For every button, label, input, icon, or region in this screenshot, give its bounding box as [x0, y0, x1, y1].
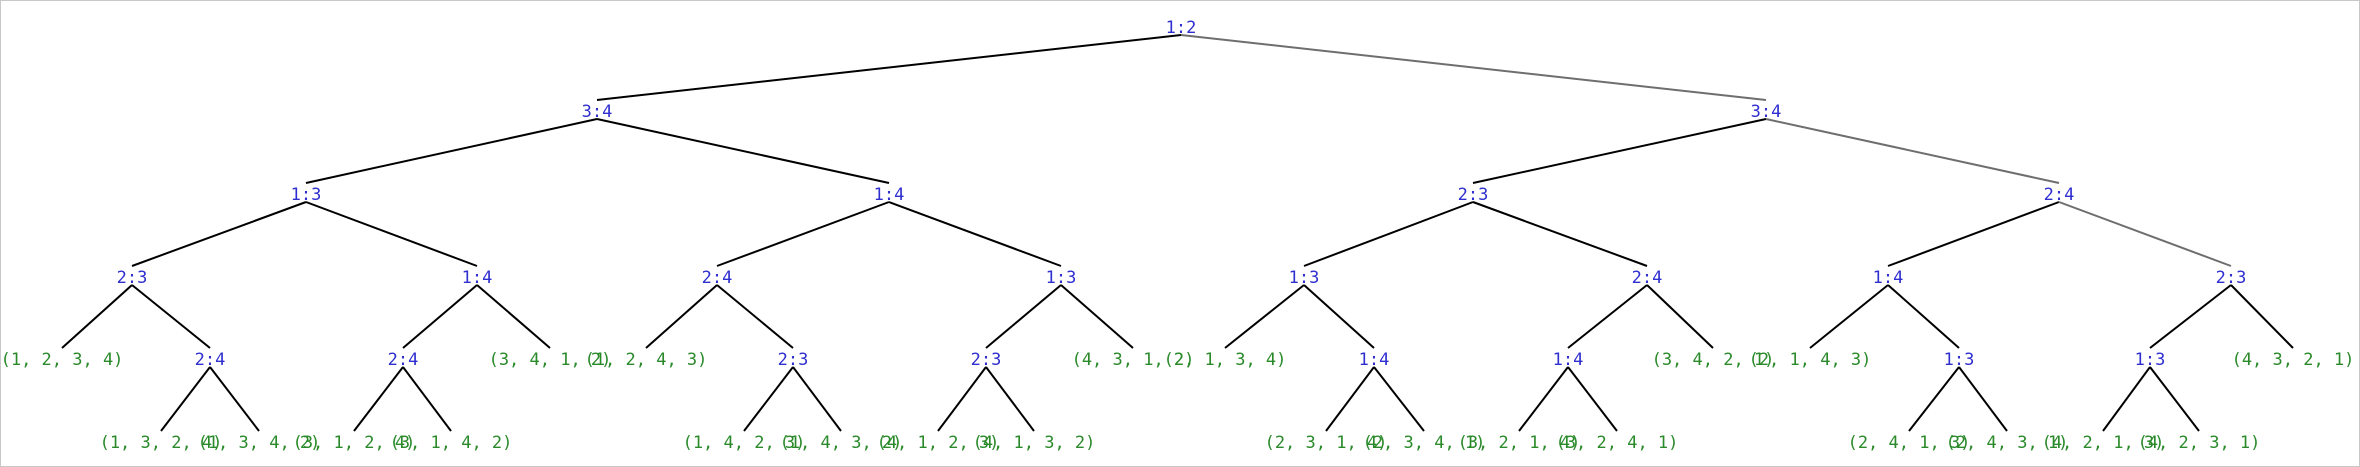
tree-edge — [61, 284, 133, 349]
comparison-node: 1:3 — [1046, 268, 1077, 288]
tree-edge — [305, 201, 478, 267]
tree-edge — [1060, 284, 1134, 349]
tree-edge — [1180, 34, 1767, 101]
tree-edge — [1472, 201, 1648, 267]
tree-edge — [2149, 284, 2232, 349]
tree-edge — [792, 366, 842, 432]
tree-edge — [1765, 118, 2060, 184]
leaf-permutation: (2, 4, 1, 3) — [1848, 433, 1971, 453]
leaf-permutation: (3, 2, 4, 1) — [1556, 433, 1679, 453]
tree-edge — [1224, 284, 1305, 349]
comparison-node: 2:3 — [2216, 268, 2247, 288]
tree-edge — [645, 284, 718, 349]
tree-edge — [305, 118, 598, 184]
leaf-permutation: (1, 3, 4, 2) — [198, 433, 321, 453]
leaf-permutation: (4, 2, 3, 1) — [2138, 433, 2261, 453]
leaf-permutation: (3, 4, 1, 2) — [489, 350, 612, 370]
leaf-permutation: (2, 4, 3, 1) — [1946, 433, 2069, 453]
tree-edge — [985, 284, 1062, 349]
comparison-node: 2:4 — [195, 350, 226, 370]
leaf-permutation: (2, 1, 4, 3) — [1749, 350, 1872, 370]
tree-nodes: 1:2 3:4 3:4 1:3 1:4 2:3 2:4 2:3 1:4 2:4 1:3 1:3 2:4 1… — [1, 18, 2354, 453]
tree-edge — [888, 201, 1062, 267]
comparison-node: 2:4 — [702, 268, 733, 288]
comparison-node: 3:4 — [1751, 102, 1782, 122]
leaf-permutation: (4, 1, 2, 3) — [877, 433, 1000, 453]
comparison-node: 3:4 — [582, 102, 613, 122]
leaf-permutation: (1, 2, 3, 4) — [1, 350, 123, 370]
leaf-permutation: (4, 3, 1, 2) — [1072, 350, 1195, 370]
tree-edges — [61, 34, 2294, 432]
comparison-node: 2:3 — [971, 350, 1002, 370]
leaf-permutation: (4, 3, 2, 1) — [2232, 350, 2355, 370]
tree-edge — [476, 284, 551, 349]
tree-edge — [2149, 366, 2200, 432]
tree-edge — [131, 284, 211, 349]
tree-edge — [716, 284, 794, 349]
tree-edge — [160, 366, 211, 432]
comparison-node: 1:4 — [1873, 268, 1904, 288]
tree-edge — [1472, 118, 1767, 184]
tree-edge — [402, 366, 452, 432]
tree-edge — [596, 118, 890, 184]
comparison-node: 1:3 — [1944, 350, 1975, 370]
tree-edge — [1809, 284, 1889, 349]
tree-edge — [209, 366, 260, 432]
leaf-permutation: (2, 3, 4, 1) — [1363, 433, 1486, 453]
tree-edge — [402, 284, 478, 349]
tree-edge — [1908, 366, 1960, 432]
comparison-node: 1:2 — [1166, 18, 1197, 38]
tree-edge — [2058, 201, 2232, 267]
comparison-node: 1:4 — [1553, 350, 1584, 370]
leaf-permutation: (4, 1, 3, 2) — [973, 433, 1096, 453]
tree-edge — [2102, 366, 2151, 432]
tree-edge — [1518, 366, 1569, 432]
comparison-node: 2:3 — [1458, 185, 1489, 205]
comparison-node: 2:4 — [1632, 268, 1663, 288]
tree-edge — [985, 366, 1035, 432]
comparison-node: 1:4 — [462, 268, 493, 288]
leaf-permutation: (3, 1, 2, 4) — [293, 433, 416, 453]
comparison-node: 1:3 — [291, 185, 322, 205]
leaf-permutation: (2, 3, 1, 4) — [1265, 433, 1388, 453]
leaf-permutation: (2, 1, 3, 4) — [1164, 350, 1287, 370]
leaf-permutation: (1, 4, 3, 2) — [780, 433, 903, 453]
comparison-node: 2:4 — [388, 350, 419, 370]
tree-edge — [1303, 284, 1375, 349]
comparison-node: 1:3 — [1289, 268, 1320, 288]
tree-edge — [596, 34, 1182, 101]
leaf-permutation: (1, 3, 2, 4) — [100, 433, 223, 453]
tree-edge — [131, 201, 307, 267]
tree-edge — [1373, 366, 1425, 432]
tree-edge — [1567, 366, 1618, 432]
tree-edge — [353, 366, 404, 432]
tree-edge — [2230, 284, 2294, 349]
tree-edge — [1887, 284, 1960, 349]
tree-edge — [716, 201, 890, 267]
comparison-node: 1:3 — [2135, 350, 2166, 370]
comparison-node: 1:4 — [1359, 350, 1390, 370]
tree-edge — [1958, 366, 2008, 432]
tree-edge — [1303, 201, 1474, 267]
comparison-node: 1:4 — [874, 185, 905, 205]
leaf-permutation: (3, 1, 4, 2) — [390, 433, 513, 453]
leaf-permutation: (3, 4, 2, 1) — [1652, 350, 1775, 370]
tree-edge — [1646, 284, 1714, 349]
tree-edge — [1567, 284, 1648, 349]
leaf-permutation: (1, 2, 4, 3) — [585, 350, 708, 370]
leaf-permutation: (1, 4, 2, 3) — [683, 433, 806, 453]
comparison-node: 2:4 — [2044, 185, 2075, 205]
tree-edge — [1325, 366, 1375, 432]
leaf-permutation: (3, 2, 1, 4) — [1458, 433, 1581, 453]
tree-edge — [1887, 201, 2060, 267]
tree-edge — [937, 366, 987, 432]
comparison-node: 2:3 — [117, 268, 148, 288]
leaf-permutation: (4, 2, 1, 3) — [2042, 433, 2165, 453]
comparison-node: 2:3 — [778, 350, 809, 370]
tree-edge — [743, 366, 794, 432]
